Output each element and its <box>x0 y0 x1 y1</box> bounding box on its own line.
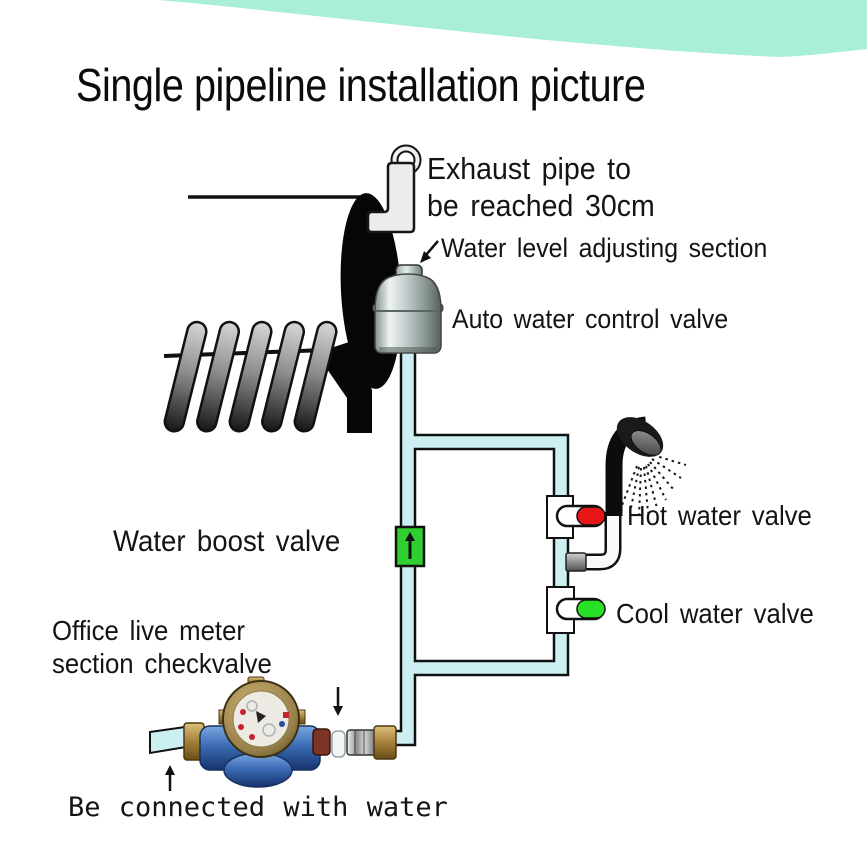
meter-label: Office live meter section checkvalve <box>52 614 272 680</box>
water-level-label: Water level adjusting section <box>441 233 768 263</box>
shower-coupler <box>565 552 587 572</box>
hot-valve-label: Hot water valve <box>627 500 812 531</box>
check-valve-coupler <box>346 729 377 756</box>
check-valve-insert <box>331 730 346 758</box>
exhaust-pipe-label-line1: Exhaust pipe to <box>427 151 631 186</box>
inlet-arrow-icon <box>165 765 175 791</box>
meter-bulge <box>223 752 293 788</box>
shower <box>565 416 687 572</box>
cool-valve-handle <box>576 599 606 619</box>
check-valve-arrow-icon <box>333 687 343 716</box>
meter-label-line2: section checkvalve <box>52 648 272 679</box>
hot-water-valve <box>546 495 606 539</box>
cool-water-valve <box>546 586 606 634</box>
page-title: Single pipeline installation picture <box>76 59 646 111</box>
valve-bottom-rim <box>379 347 437 353</box>
meter-label-line1: Office live meter <box>52 615 245 646</box>
hot-valve-handle <box>576 506 606 526</box>
exhaust-pipe-body <box>366 161 416 234</box>
boost-valve-label: Water boost valve <box>113 525 341 558</box>
meter-right-nut <box>373 725 397 760</box>
cool-valve-label: Cool water valve <box>616 598 814 629</box>
exhaust-pipe-label-line2: be reached 30cm <box>427 188 655 223</box>
top-banner-swoosh <box>158 0 867 57</box>
water-level-arrow-icon <box>420 240 439 263</box>
shower-head-face <box>630 430 662 456</box>
tank-stand <box>316 341 372 433</box>
auto-valve-label: Auto water control valve <box>452 304 729 334</box>
exhaust-pipe <box>366 144 422 234</box>
annotation-arrows <box>165 240 439 791</box>
shower-feed-pipe <box>574 512 619 568</box>
water-boost-valve <box>394 525 426 568</box>
vacuum-tubes <box>163 320 338 433</box>
valve-body <box>374 273 442 354</box>
auto-water-control-valve <box>372 264 444 354</box>
water-inlet-label: Be connected with water <box>68 792 448 823</box>
boost-up-arrowhead <box>405 532 415 541</box>
water-meter <box>149 676 397 788</box>
meter-dial-marks <box>238 700 289 740</box>
meter-outlet-cap <box>312 728 331 756</box>
exhaust-pipe-label: Exhaust pipe to be reached 30cm <box>427 150 655 224</box>
shower-spray <box>620 454 687 516</box>
